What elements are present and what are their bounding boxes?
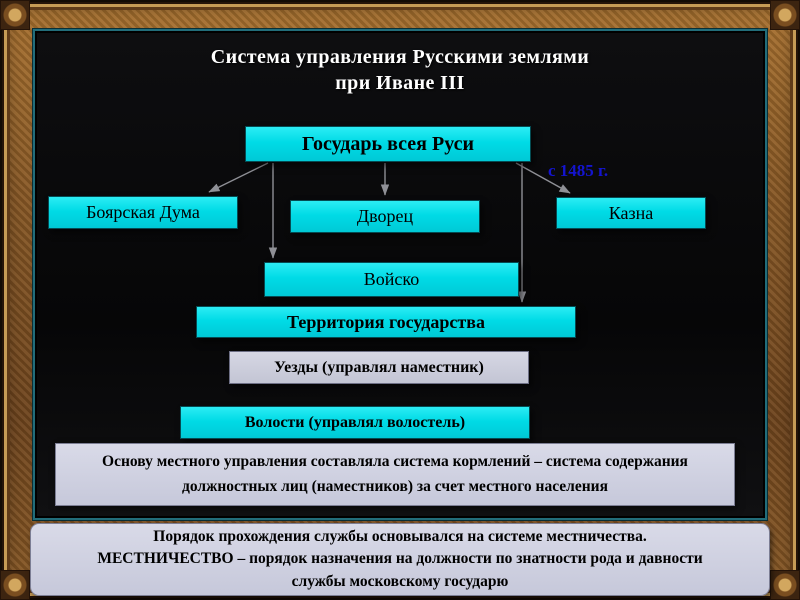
box-dvorets: Дворец: [290, 200, 480, 233]
note-mestnichestvo-text: Порядок прохождения службы основывался н…: [97, 527, 703, 590]
note-mestnichestvo: Порядок прохождения службы основывался н…: [30, 523, 770, 596]
annotation-1485: с 1485 г.: [548, 161, 609, 180]
box-boyar-duma: Боярская Дума: [48, 196, 238, 229]
slide-title-line2: при Иване III: [335, 72, 465, 94]
box-uezdy: Уезды (управлял наместник): [229, 351, 529, 384]
box-dvorets-label: Дворец: [356, 206, 414, 226]
box-territory-label: Территория государства: [287, 311, 485, 332]
note-kormleniya: Основу местного управления составляла си…: [55, 443, 735, 506]
frame-corner-ornament: [0, 0, 30, 30]
slide-title-line1: Система управления Русскими землями: [210, 46, 590, 68]
frame-corner-ornament: [770, 0, 800, 30]
box-kazna-label: Казна: [608, 202, 654, 223]
box-territory: Территория государства: [196, 306, 576, 338]
box-sovereign-label: Государь всея Руси: [301, 132, 474, 155]
box-volosti-label: Волости (управлял волостель): [244, 413, 466, 431]
box-voysko-label: Войско: [363, 269, 420, 289]
frame-corner-ornament: [0, 570, 30, 600]
box-voysko: Войско: [264, 262, 519, 297]
frame-corner-ornament: [770, 570, 800, 600]
note-kormleniya-text: Основу местного управления составляла си…: [102, 453, 688, 495]
box-boyar-duma-label: Боярская Дума: [86, 202, 200, 222]
box-volosti: Волости (управлял волостель): [180, 406, 530, 439]
box-uezdy-label: Уезды (управлял наместник): [274, 358, 484, 376]
box-sovereign: Государь всея Руси: [245, 126, 531, 162]
slide-title: Система управления Русскими землями при …: [100, 44, 700, 96]
box-kazna: Казна: [556, 197, 706, 229]
